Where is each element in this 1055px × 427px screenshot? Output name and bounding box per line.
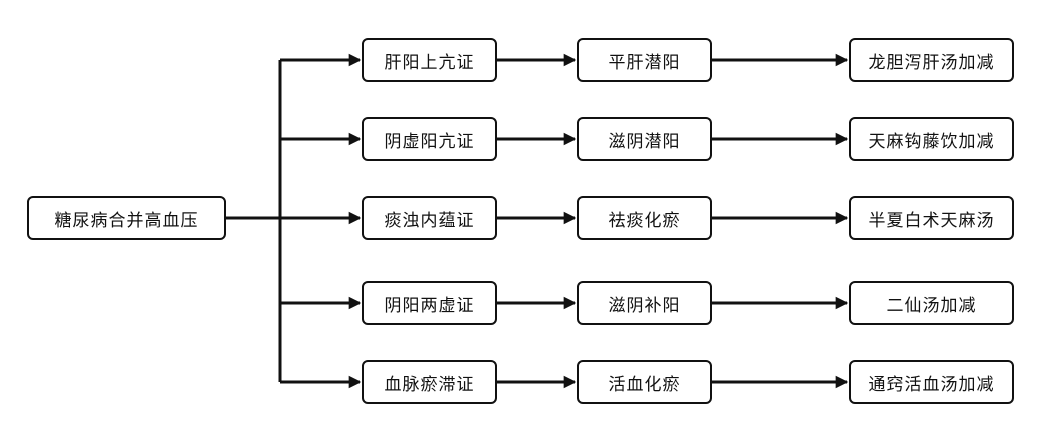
formula-label: 天麻钩藤饮加减 [868,131,995,152]
formula-node-5: 通窍活血汤加减 [849,360,1014,404]
syndrome-label: 肝阳上亢证 [384,52,475,73]
method-label: 平肝潜阳 [608,52,681,73]
root-node: 糖尿病合并高血压 [27,196,226,240]
formula-node-4: 二仙汤加减 [849,281,1014,325]
syndrome-label: 阴阳两虚证 [384,295,475,316]
method-label: 祛痰化瘀 [608,210,681,231]
syndrome-node-1: 肝阳上亢证 [362,38,497,82]
method-label: 活血化瘀 [608,374,681,395]
formula-node-3: 半夏白术天麻汤 [849,196,1014,240]
formula-label: 龙胆泻肝汤加减 [868,52,995,73]
method-label: 滋阴潜阳 [608,131,681,152]
formula-label: 通窍活血汤加减 [868,374,995,395]
formula-label: 二仙汤加减 [886,295,977,316]
formula-node-2: 天麻钩藤饮加减 [849,117,1014,161]
method-node-4: 滋阴补阳 [577,281,712,325]
syndrome-label: 痰浊内蕴证 [384,210,475,231]
root-label: 糖尿病合并高血压 [54,210,199,231]
method-node-1: 平肝潜阳 [577,38,712,82]
method-node-5: 活血化瘀 [577,360,712,404]
method-label: 滋阴补阳 [608,295,681,316]
syndrome-node-2: 阴虚阳亢证 [362,117,497,161]
syndrome-label: 阴虚阳亢证 [384,131,475,152]
syndrome-node-3: 痰浊内蕴证 [362,196,497,240]
method-node-3: 祛痰化瘀 [577,196,712,240]
syndrome-label: 血脉瘀滞证 [384,374,475,395]
method-node-2: 滋阴潜阳 [577,117,712,161]
formula-label: 半夏白术天麻汤 [868,210,995,231]
syndrome-node-4: 阴阳两虚证 [362,281,497,325]
formula-node-1: 龙胆泻肝汤加减 [849,38,1014,82]
syndrome-node-5: 血脉瘀滞证 [362,360,497,404]
